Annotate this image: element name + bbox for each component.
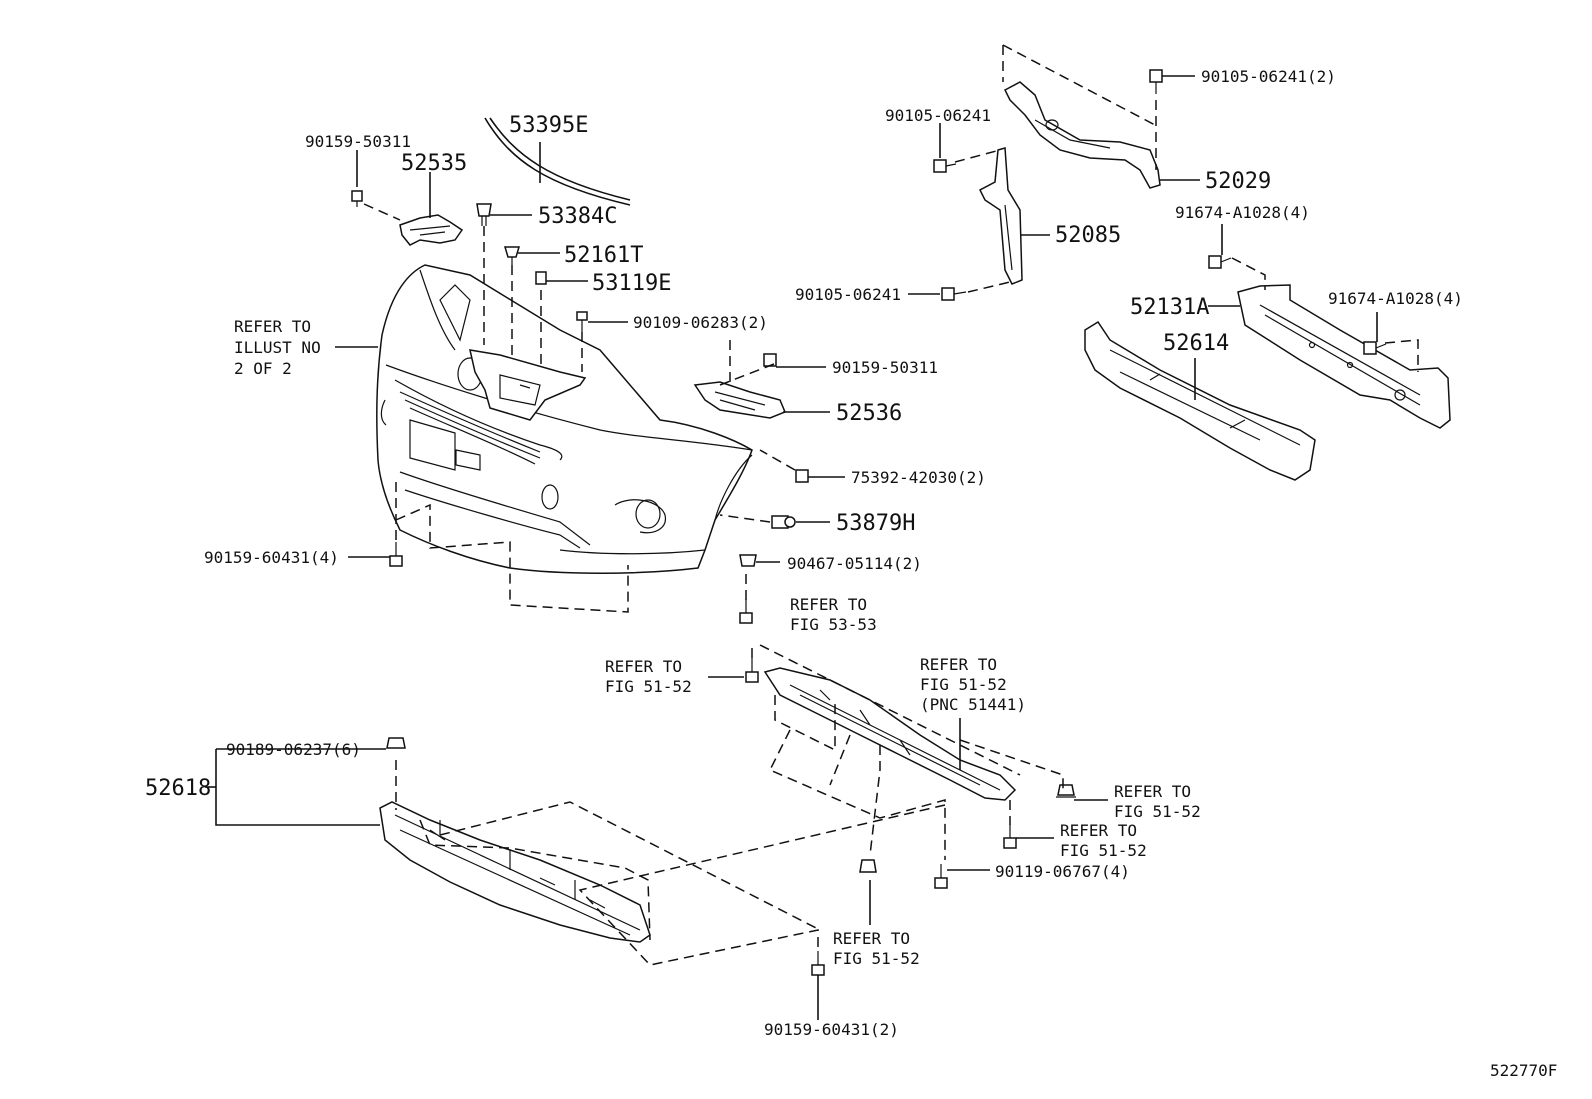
reference-note: FIG 53-53	[790, 615, 877, 634]
part-number-label: 90159-50311	[305, 132, 411, 151]
part-number-label: 75392-42030(2)	[851, 468, 986, 487]
reference-note: REFER TO	[1060, 821, 1137, 840]
nut-icon[interactable]	[386, 737, 406, 749]
part-number-label: 52029	[1205, 169, 1271, 194]
reference-note: FIG 51-52	[833, 949, 920, 968]
reference-note: ILLUST NO	[234, 338, 321, 357]
clip-icon[interactable]	[771, 515, 796, 529]
bolt-icon[interactable]	[745, 658, 759, 683]
reference-note: (PNC 51441)	[920, 695, 1026, 714]
part-number-label: 53384C	[538, 204, 617, 229]
part-number-label: 53119E	[592, 271, 671, 296]
bolt-icon[interactable]	[1149, 69, 1163, 94]
dashed-guides	[363, 44, 1419, 966]
bolt-icon[interactable]	[1003, 824, 1017, 849]
reference-note: FIG 51-52	[920, 675, 1007, 694]
bolt-icon[interactable]	[1363, 341, 1387, 355]
part-number-label: 90159-50311	[832, 358, 938, 377]
reference-note: FIG 51-52	[605, 677, 692, 696]
bolt-icon[interactable]	[934, 864, 948, 889]
bolt-icon[interactable]	[389, 542, 403, 567]
bolt-icon[interactable]	[941, 287, 967, 301]
bolt-icon[interactable]	[763, 353, 777, 367]
part-number-label: 52618	[145, 776, 211, 801]
leader-lines	[205, 75, 1378, 1020]
part-number-label: 52536	[836, 401, 902, 426]
part-number-label: 90105-06241	[885, 106, 991, 125]
bumper-reinforcement[interactable]	[1237, 284, 1451, 429]
clip-icon[interactable]	[1056, 784, 1076, 798]
bolt-icon[interactable]	[811, 951, 825, 976]
reference-note: FIG 51-52	[1060, 841, 1147, 860]
clip-icon[interactable]	[739, 554, 757, 567]
part-number-label: 53879H	[836, 511, 915, 536]
molding-strip[interactable]	[484, 117, 631, 206]
bracket-icon[interactable]	[399, 214, 464, 246]
part-number-label: 52131A	[1130, 295, 1209, 320]
part-number-label: 52161T	[564, 243, 643, 268]
diagram-id: 522770F	[1490, 1061, 1557, 1080]
reference-note: 2 OF 2	[234, 359, 292, 378]
reference-note: FIG 51-52	[1114, 802, 1201, 821]
part-number-label: 90105-06241(2)	[1201, 67, 1336, 86]
bolt-icon[interactable]	[739, 599, 753, 624]
part-number-label: 52085	[1055, 223, 1121, 248]
part-number-label: 90105-06241	[795, 285, 901, 304]
part-number-label: 90119-06767(4)	[995, 862, 1130, 881]
clip-icon[interactable]	[859, 859, 877, 873]
clip-icon[interactable]	[476, 203, 492, 226]
clip-icon[interactable]	[503, 246, 521, 265]
part-number-label: 53395E	[509, 113, 588, 138]
part-number-label: 52614	[1163, 331, 1229, 356]
part-number-label: 90109-06283(2)	[633, 313, 768, 332]
nut-icon[interactable]	[535, 271, 547, 285]
part-number-label: 91674-A1028(4)	[1175, 203, 1310, 222]
bolt-icon[interactable]	[576, 311, 588, 332]
bracket-icon[interactable]	[693, 381, 786, 419]
energy-absorber[interactable]	[1084, 320, 1316, 481]
grille-insert[interactable]	[469, 349, 587, 421]
bumper-retainer-upper[interactable]	[1004, 81, 1161, 189]
bolt-icon[interactable]	[795, 469, 809, 483]
bumper-retainer-side[interactable]	[979, 147, 1023, 285]
bolt-icon[interactable]	[1208, 255, 1232, 269]
part-number-label: 90189-06237(6)	[226, 740, 361, 759]
engine-under-cover-lower[interactable]	[379, 801, 651, 943]
part-number-label: 91674-A1028(4)	[1328, 289, 1463, 308]
bolt-icon[interactable]	[351, 190, 363, 207]
part-number-label: 90159-60431(4)	[204, 548, 339, 567]
reference-note: REFER TO	[1114, 782, 1191, 801]
part-number-label: 90467-05114(2)	[787, 554, 922, 573]
reference-note: REFER TO	[920, 655, 997, 674]
bolt-icon[interactable]	[933, 159, 957, 173]
reference-note: REFER TO	[790, 595, 867, 614]
part-labels: 90159-50311 52535 53395E 53384C 52161T 5…	[145, 67, 1557, 1080]
part-number-label: 90159-60431(2)	[764, 1020, 899, 1039]
reference-note: REFER TO	[234, 317, 311, 336]
reference-note: REFER TO	[605, 657, 682, 676]
reference-note: REFER TO	[833, 929, 910, 948]
part-number-label: 52535	[401, 151, 467, 176]
front-bumper-cover[interactable]	[376, 264, 753, 574]
